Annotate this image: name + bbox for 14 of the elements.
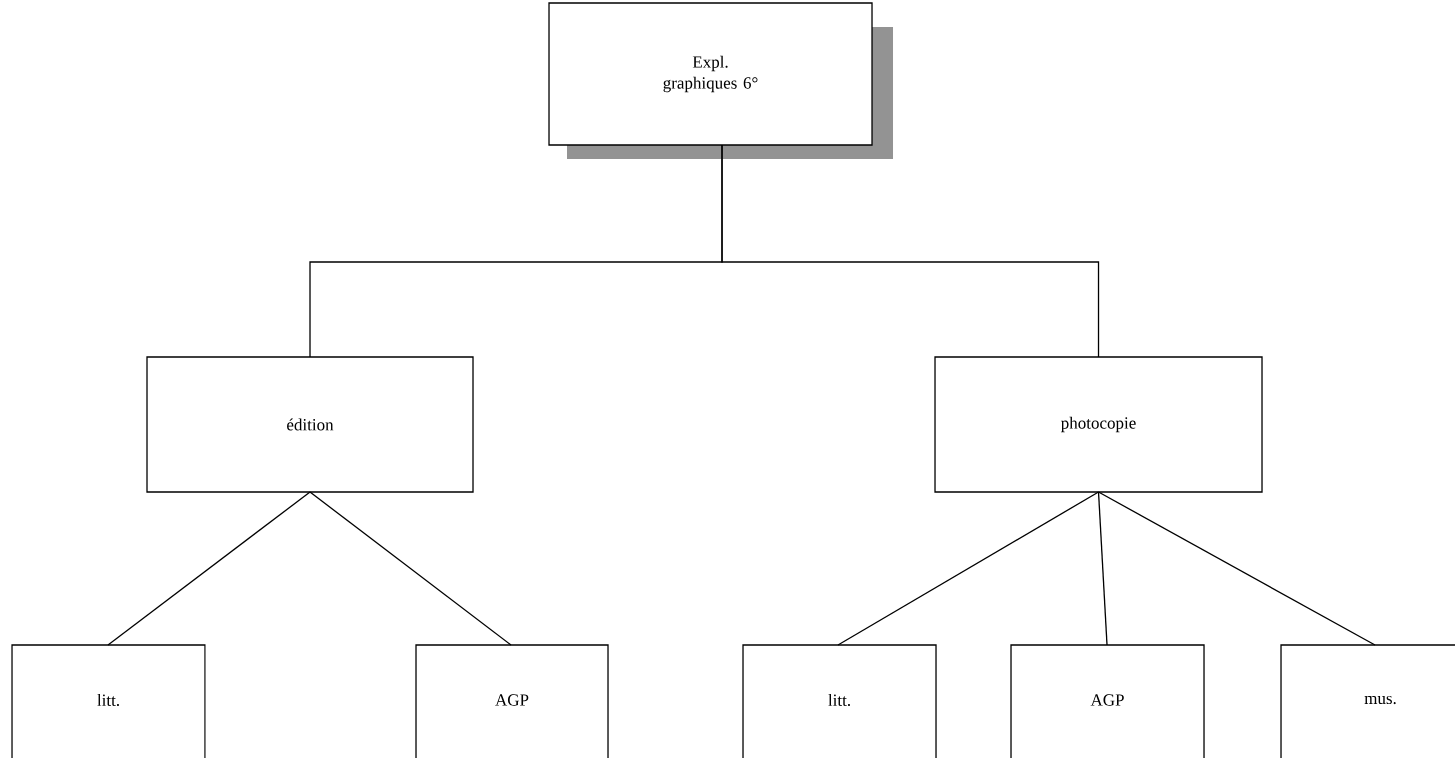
org-box: photocopie — [934, 356, 1263, 493]
connector-line — [837, 491, 1100, 646]
org-box: AGP — [415, 644, 609, 758]
connector-line — [1097, 491, 1376, 646]
connector-line — [721, 144, 1100, 358]
connector-line — [309, 491, 512, 646]
org-box: litt. — [742, 644, 937, 758]
org-box: édition — [146, 356, 474, 493]
org-box: AGP — [1010, 644, 1205, 758]
connector-line — [107, 491, 311, 646]
org-box: litt. — [11, 644, 206, 758]
org-box: Expl. graphiques 6° — [548, 2, 893, 159]
org-box: mus. — [1280, 644, 1455, 758]
connector-line — [1097, 491, 1108, 646]
